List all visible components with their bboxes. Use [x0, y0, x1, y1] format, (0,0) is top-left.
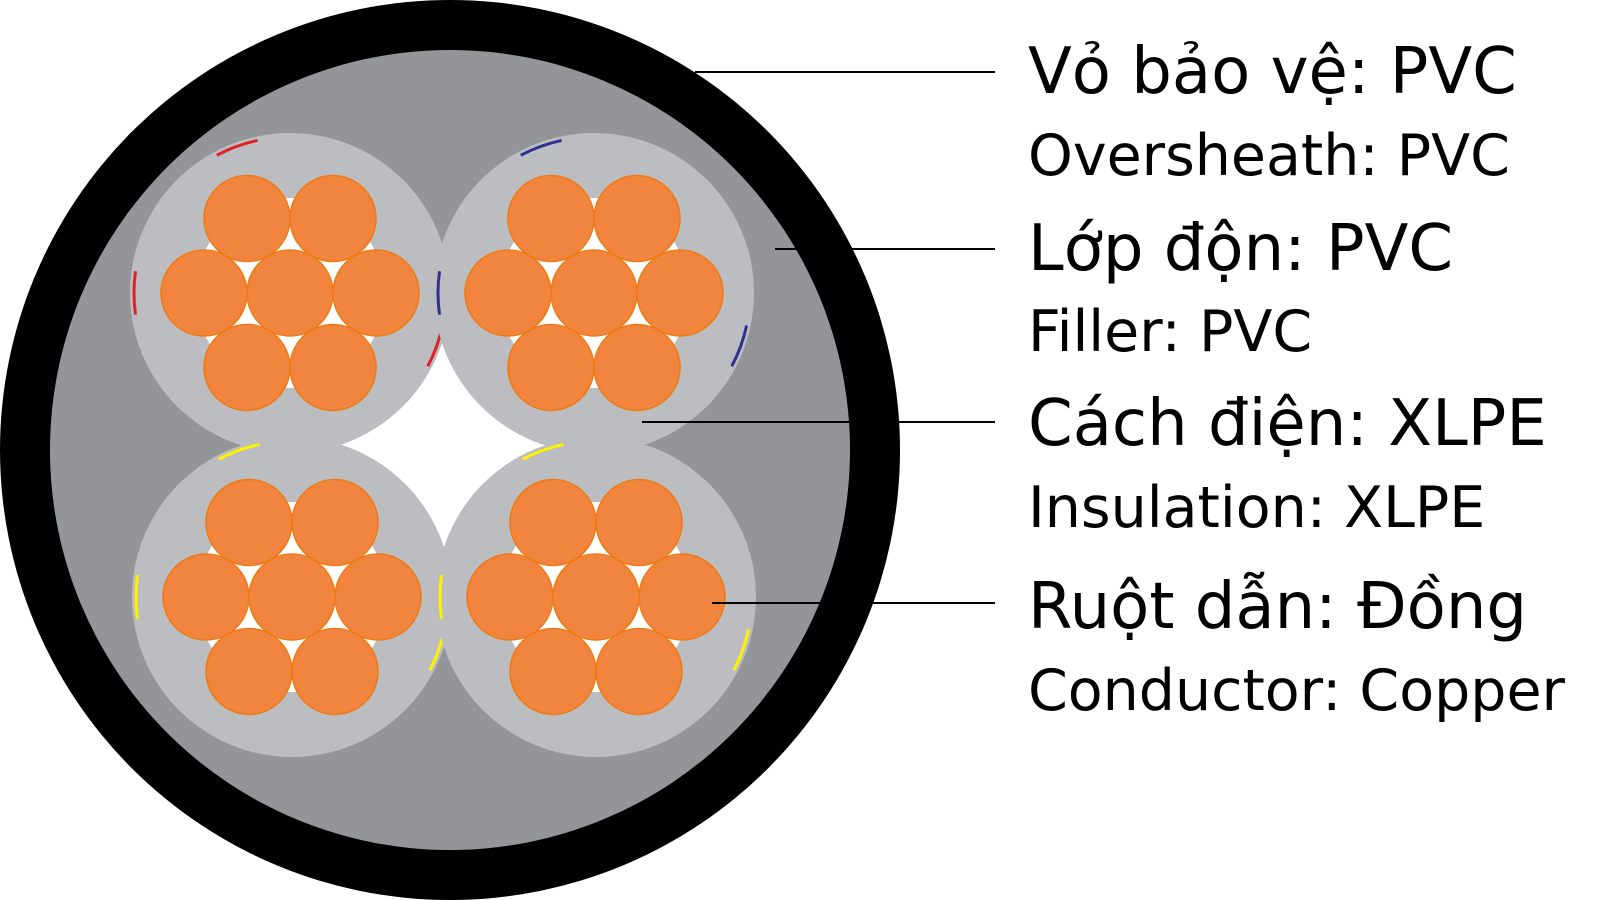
phase-marker-bottom-right-1 [732, 629, 751, 671]
conductor-strand-top-left-6 [289, 174, 377, 263]
conductor-strand-top-left-0 [246, 249, 334, 337]
phase-marker-bottom-left-2 [134, 575, 140, 619]
conductor-strand-bottom-left-1 [334, 553, 422, 641]
conductor-strand-top-left-5 [203, 174, 291, 263]
conductor-strand-top-right-3 [507, 323, 595, 412]
core-top-left [130, 133, 450, 453]
label-filler-en: Filler: PVC [1028, 299, 1313, 365]
conductor-strand-top-right-1 [636, 249, 724, 337]
core-bottom-right [436, 437, 756, 757]
conductor-strand-bottom-left-4 [162, 553, 250, 641]
conductor-strand-bottom-right-1 [638, 553, 726, 641]
conductor-strand-bottom-left-2 [291, 627, 379, 716]
phase-marker-bottom-right-0 [522, 442, 564, 461]
conductor-strand-top-right-2 [593, 323, 681, 412]
phase-marker-bottom-right-2 [438, 575, 444, 619]
label-insulation-vi: Cách điện: XLPE [1028, 387, 1547, 461]
phase-marker-top-right-0 [520, 138, 562, 157]
conductor-strand-top-right-5 [507, 174, 595, 263]
label-conductor-vi: Ruột dẫn: Đồng [1028, 570, 1527, 644]
cores-group [130, 133, 756, 757]
conductor-strand-bottom-right-2 [595, 627, 683, 716]
conductor-strand-top-left-1 [332, 249, 420, 337]
conductor-strand-bottom-left-3 [205, 627, 293, 716]
phase-marker-top-left-2 [132, 271, 138, 315]
core-bottom-left [132, 437, 452, 757]
conductor-strand-bottom-right-0 [552, 553, 640, 641]
conductor-strand-top-left-3 [203, 323, 291, 412]
conductor-strand-bottom-left-5 [205, 478, 293, 567]
conductor-strand-bottom-left-0 [248, 553, 336, 641]
label-conductor-en: Conductor: Copper [1028, 658, 1565, 724]
conductor-strand-top-left-4 [160, 249, 248, 337]
conductor-strand-top-left-2 [289, 323, 377, 412]
phase-marker-bottom-left-0 [218, 442, 260, 461]
phase-marker-top-left-0 [216, 138, 258, 157]
leader-lines [642, 71, 995, 604]
label-oversheath-vi: Vỏ bảo vệ: PVC [1028, 35, 1517, 109]
conductor-strand-bottom-right-4 [466, 553, 554, 641]
conductor-strand-bottom-right-6 [595, 478, 683, 567]
conductor-strand-top-right-6 [593, 174, 681, 263]
phase-marker-top-right-2 [436, 271, 442, 315]
conductor-strand-bottom-right-5 [509, 478, 597, 567]
phase-marker-top-right-1 [730, 325, 749, 367]
conductor-strand-top-right-0 [550, 249, 638, 337]
label-insulation-en: Insulation: XLPE [1028, 475, 1486, 541]
label-filler-vi: Lớp độn: PVC [1028, 212, 1454, 286]
label-oversheath-en: Oversheath: PVC [1028, 123, 1510, 189]
conductor-strand-bottom-right-3 [509, 627, 597, 716]
conductor-strand-bottom-left-6 [291, 478, 379, 567]
conductor-strand-top-right-4 [464, 249, 552, 337]
core-top-right [434, 133, 754, 453]
